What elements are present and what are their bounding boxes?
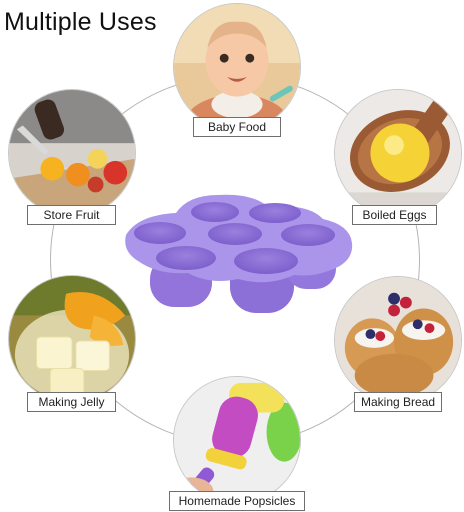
page-title: Multiple Uses (4, 8, 157, 36)
making-jelly-photo (8, 275, 136, 403)
use-label-boiled-eggs: Boiled Eggs (352, 205, 437, 225)
use-label-baby-food: Baby Food (193, 117, 281, 137)
jelly-cubes-icon (9, 276, 135, 402)
making-bread-photo (334, 276, 462, 404)
use-label-making-jelly: Making Jelly (27, 392, 116, 412)
boiled-eggs-photo (334, 89, 462, 217)
silicone-egg-bites-mold-icon (118, 185, 358, 320)
sliced-fruit-icon (9, 90, 135, 216)
store-fruit-photo (8, 89, 136, 217)
bread-rolls-icon (335, 277, 461, 403)
use-label-making-bread: Making Bread (354, 392, 442, 412)
homemade-popsicles-photo (173, 376, 301, 504)
use-label-homemade-popsicles: Homemade Popsicles (169, 491, 305, 511)
baby-food-photo (173, 3, 301, 131)
popsicle-icon (174, 377, 300, 503)
use-label-store-fruit: Store Fruit (27, 205, 116, 225)
baby-icon (174, 4, 300, 130)
egg-yolk-spoon-icon (335, 90, 461, 216)
